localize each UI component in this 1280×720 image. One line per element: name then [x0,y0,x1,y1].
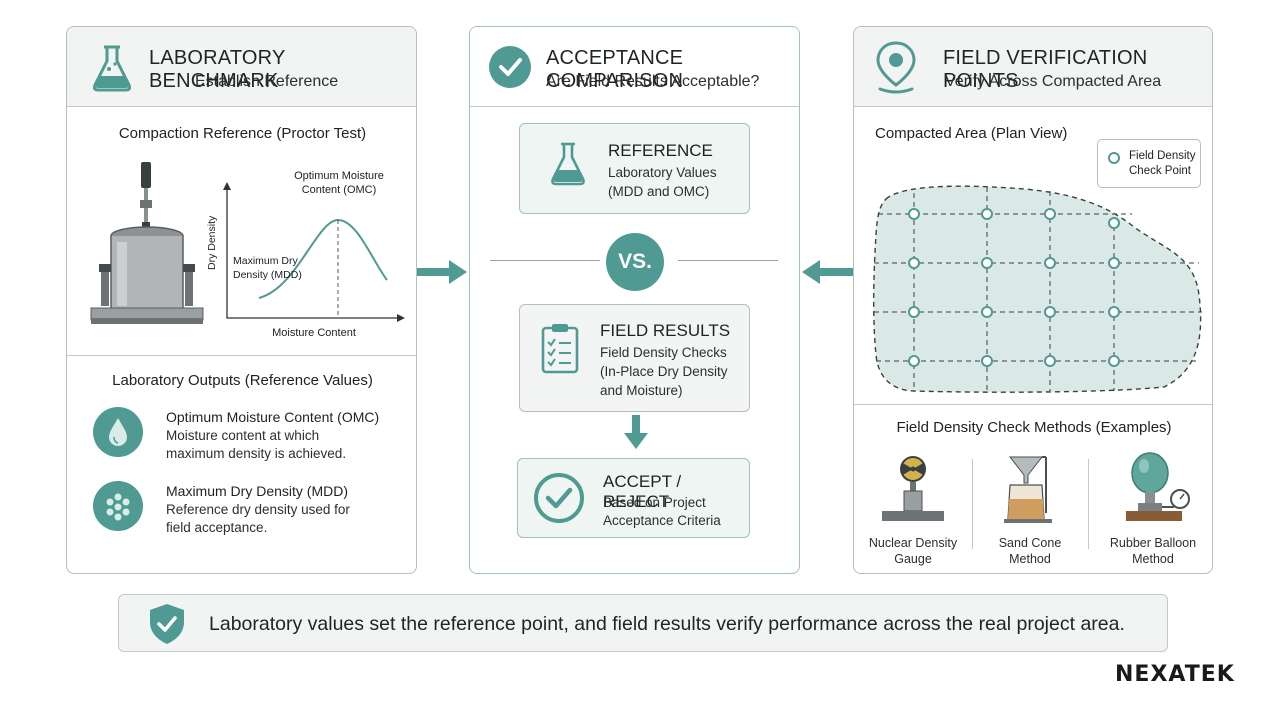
panel-title: ACCEPTANCE COMPARISON [546,47,684,92]
method-label-nuclear-line1: Nuclear Density [868,536,958,550]
panel-subtitle: Are Field Results Acceptable? [546,73,760,90]
method-label-sand-line1: Sand Cone [998,536,1062,550]
omc-label-line1: Optimum Moisture [294,170,384,182]
accept-reject-box: ACCEPT / REJECT Based on Project Accepta… [517,458,750,538]
omc-label-line2: Content (OMC) [302,184,377,196]
section-title-methods: Field Density Check Methods (Examples) [896,419,1172,436]
panel-title: LABORATORY BENCHMARK [149,47,286,92]
brand-logo: NEXATEK [1115,662,1235,687]
proctor-apparatus-icon [90,162,204,324]
map-pin-icon [876,41,916,94]
method-divider [1088,459,1089,549]
flask-icon [92,45,132,92]
panel-header: ACCEPTANCE COMPARISON Are Field Results … [470,27,799,107]
output-text-omc-line1: Moisture content at which [166,428,320,443]
section-title-outputs: Laboratory Outputs (Reference Values) [112,372,373,389]
reference-line1: Laboratory Values [608,165,717,180]
arrow-left-icon [802,260,854,284]
acceptance-comparison-panel: ACCEPTANCE COMPARISON Are Field Results … [469,26,800,574]
vs-divider-left [490,260,600,261]
panel-subtitle: Establish Reference [195,73,339,90]
nuclear-gauge-icon [882,456,944,521]
panel-header: LABORATORY BENCHMARK Establish Reference [67,27,416,107]
field-results-line3: and Moisture) [600,383,683,398]
section-title-compaction: Compaction Reference (Proctor Test) [118,125,367,142]
accept-reject-title: ACCEPT / REJECT [603,472,682,511]
sand-cone-icon [1004,456,1052,523]
vs-badge: VS. [606,233,664,291]
mdd-label-line1: Maximum Dry [233,255,298,267]
method-label-balloon-line1: Rubber Balloon [1109,536,1197,550]
legend-line2: Check Point [1129,165,1192,177]
banner-text: Laboratory values set the reference poin… [209,613,1125,635]
legend-box: Field Density Check Point [1097,139,1201,188]
panel-header: FIELD VERIFICATION POINTS Verify Across … [854,27,1212,107]
method-label-sand-line2: Method [1009,552,1051,566]
y-axis-label: Dry Density [207,215,218,270]
water-drop-icon [93,407,143,457]
laboratory-benchmark-panel: LABORATORY BENCHMARK Establish Reference… [66,26,417,574]
arrow-down-icon [624,415,648,449]
field-verification-panel: FIELD VERIFICATION POINTS Verify Across … [853,26,1213,574]
rubber-balloon-icon [1126,452,1190,521]
check-circle-icon [489,46,531,88]
method-divider [972,459,973,549]
output-text-mdd-line1: Reference dry density used for [166,502,350,517]
compacted-area-plan [873,185,1202,393]
accept-reject-line1: Based on Project [603,495,706,510]
accept-reject-line2: Acceptance Criteria [603,513,721,528]
x-axis-label: Moisture Content [272,327,356,339]
arrow-right-icon [417,260,467,284]
summary-banner: Laboratory values set the reference poin… [118,594,1168,652]
shield-check-icon [150,604,184,644]
section-divider [67,355,416,356]
vs-divider-right [678,260,778,261]
method-label-nuclear-line2: Gauge [894,552,932,566]
method-label-balloon-line2: Method [1132,552,1174,566]
field-results-title: FIELD RESULTS [600,321,731,340]
output-title-omc: Optimum Moisture Content (OMC) [166,409,380,425]
check-point-icon [1108,152,1120,164]
check-circle-icon [534,473,584,523]
field-results-box: FIELD RESULTS Field Density Checks (In-P… [519,304,750,412]
particles-icon [93,481,143,531]
section-title-plan-view: Compacted Area (Plan View) [875,125,1068,142]
reference-line2: (MDD and OMC) [608,184,710,199]
section-divider [854,404,1212,405]
output-title-mdd: Maximum Dry Density (MDD) [166,483,348,499]
panel-subtitle: Verify Across Compacted Area [945,73,1162,90]
compaction-curve-chart: Optimum Moisture Content (OMC) Maximum D… [207,170,405,339]
mdd-label-line2: Density (MDD) [233,269,302,281]
vs-label: VS. [618,250,652,273]
legend-line1: Field Density [1129,150,1196,162]
reference-title: REFERENCE [608,141,713,160]
panel-title: FIELD VERIFICATION POINTS [943,47,1148,92]
output-text-omc-line2: maximum density is achieved. [166,446,347,461]
clipboard-checklist-icon [541,324,579,374]
reference-box: REFERENCE Laboratory Values (MDD and OMC… [519,123,750,214]
output-text-mdd-line2: field acceptance. [166,520,268,535]
flask-icon [551,142,585,186]
field-results-line1: Field Density Checks [600,345,727,360]
field-results-line2: (In-Place Dry Density [600,364,728,379]
